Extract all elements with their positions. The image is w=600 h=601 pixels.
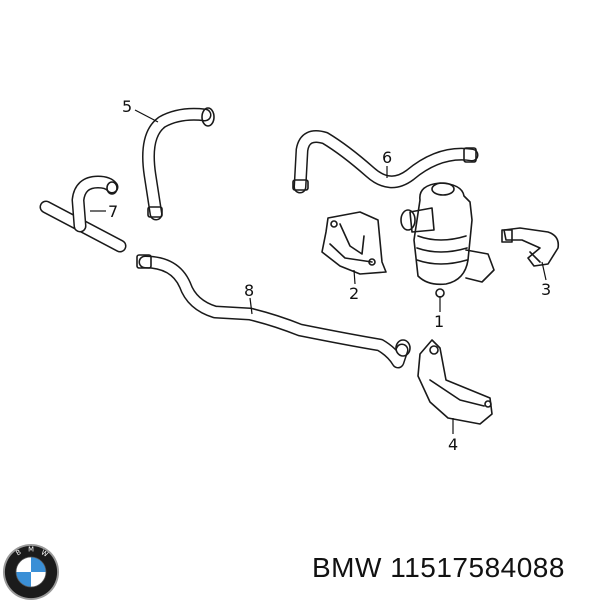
callout-3: 3: [541, 280, 551, 299]
svg-text:W: W: [40, 548, 50, 558]
water-pump-part-1: [400, 182, 495, 298]
callout-4: 4: [448, 435, 458, 454]
callout-2: 2: [349, 284, 359, 303]
bracket-part-2: [321, 211, 387, 275]
callout-6: 6: [382, 148, 392, 167]
bracket-part-4: [417, 339, 493, 425]
brand-name: BMW: [312, 552, 382, 583]
hose-part-7: [39, 175, 127, 253]
svg-text:B: B: [14, 548, 22, 557]
hose-part-8: [136, 254, 411, 369]
callout-1: 1: [434, 312, 444, 331]
callout-5: 5: [122, 97, 132, 116]
callout-7: 7: [108, 202, 118, 221]
hose-part-5: [142, 107, 215, 221]
brand-part-number: BMW 11517584088: [312, 552, 565, 584]
callout-8: 8: [244, 281, 254, 300]
hose-part-6: [292, 130, 479, 194]
leader-lines: [90, 109, 547, 434]
svg-text:M: M: [28, 546, 34, 554]
connector-part-3: [501, 227, 560, 267]
part-number: 11517584088: [390, 552, 565, 583]
bmw-logo-icon: B M W: [2, 543, 60, 601]
